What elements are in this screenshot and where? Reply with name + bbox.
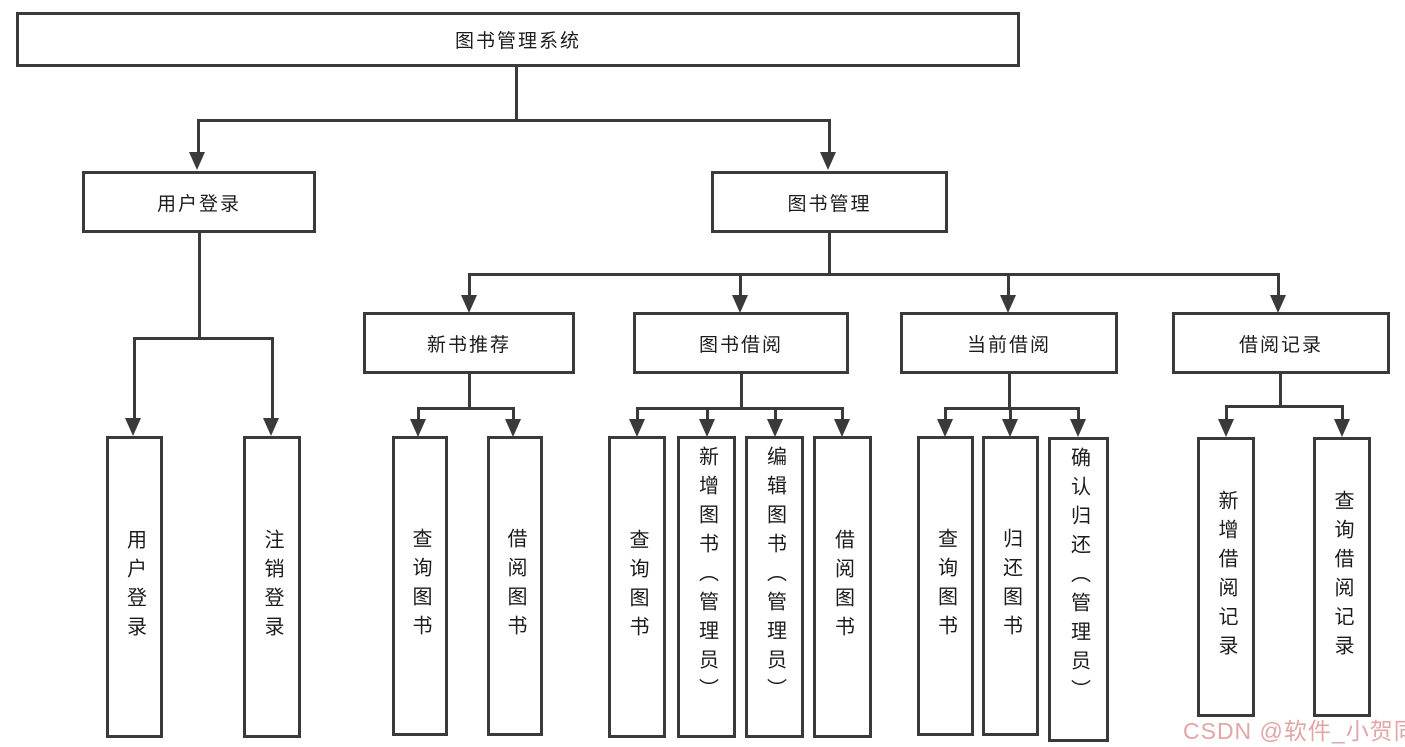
connector-vline [1279, 374, 1282, 406]
arrowhead-down-icon [937, 419, 953, 437]
node-book-borrowing: 图书借阅 [633, 312, 849, 374]
node-label: 借阅记录 [1238, 334, 1323, 356]
connector-vline [198, 233, 201, 337]
leaf-user-login: 用户登录 [106, 436, 163, 738]
node-borrowing-records: 借阅记录 [1172, 312, 1390, 374]
node-label: 编辑图书（管理员） [763, 446, 786, 707]
connector-vline [512, 407, 515, 421]
connector-vline [417, 407, 420, 421]
node-label: 查询图书 [409, 528, 431, 644]
connector-vline [197, 119, 200, 156]
connector-hline [944, 407, 1080, 410]
node-label: 归还图书 [999, 528, 1022, 644]
connector-vline [636, 407, 639, 421]
node-label: 查询图书 [934, 528, 957, 644]
arrowhead-down-icon [1218, 419, 1234, 437]
arrowhead-down-icon [1002, 419, 1018, 437]
node-label: 用户登录 [156, 193, 241, 215]
arrowhead-down-icon [263, 418, 279, 436]
arrowhead-down-icon [461, 295, 477, 313]
node-new-book-recommend: 新书推荐 [363, 312, 575, 374]
node-label: 确认归还（管理员） [1067, 447, 1090, 708]
arrowhead-down-icon [767, 419, 783, 437]
node-label: 图书管理系统 [454, 31, 581, 52]
leaf-logout: 注销登录 [243, 436, 301, 738]
arrowhead-down-icon [699, 419, 715, 437]
connector-vline [271, 337, 274, 418]
leaf-query-books: 查询图书 [608, 436, 666, 738]
arrowhead-down-icon [1070, 419, 1086, 437]
node-label: 查询借阅记录 [1331, 490, 1353, 664]
leaf-query-books: 查询图书 [917, 436, 974, 736]
leaf-query-books: 查询图书 [392, 436, 448, 736]
leaf-return-books: 归还图书 [982, 436, 1039, 736]
watermark: CSDN @软件_小贺同学 [1183, 718, 1405, 744]
connector-vline [1341, 405, 1344, 421]
connector-vline [1007, 273, 1010, 297]
connector-vline [1277, 273, 1280, 297]
arrowhead-down-icon [820, 152, 836, 170]
node-label: 新增图书（管理员） [695, 446, 718, 707]
connector-hline [133, 337, 274, 340]
leaf-add-borrow-record: 新增借阅记录 [1197, 437, 1255, 717]
leaf-edit-book-admin: 编辑图书（管理员） [745, 436, 804, 738]
node-label: 借阅图书 [831, 529, 854, 645]
arrowhead-down-icon [410, 419, 426, 437]
connector-vline [1009, 407, 1012, 421]
arrowhead-down-icon [1000, 295, 1016, 313]
arrowhead-down-icon [1270, 295, 1286, 313]
connector-vline [841, 407, 844, 421]
connector-hline [468, 273, 1280, 276]
connector-vline [774, 407, 777, 421]
arrowhead-down-icon [125, 418, 141, 436]
arrowhead-down-icon [834, 419, 850, 437]
connector-vline [515, 67, 518, 119]
arrowhead-down-icon [189, 152, 205, 170]
connector-vline [1225, 405, 1228, 421]
leaf-borrow-books: 借阅图书 [487, 436, 543, 736]
leaf-add-book-admin: 新增图书（管理员） [677, 436, 736, 738]
connector-hline [636, 407, 843, 410]
leaf-confirm-return-admin: 确认归还（管理员） [1048, 437, 1109, 742]
arrowhead-down-icon [1334, 419, 1350, 437]
node-user-login: 用户登录 [82, 171, 316, 233]
node-label: 图书管理 [787, 193, 872, 215]
node-label: 用户登录 [123, 529, 146, 645]
arrowhead-down-icon [732, 295, 748, 313]
arrowhead-down-icon [505, 419, 521, 437]
connector-vline [1008, 374, 1011, 408]
node-library-management-system: 图书管理系统 [16, 12, 1020, 67]
node-book-management: 图书管理 [711, 171, 948, 233]
connector-vline [1077, 407, 1080, 421]
node-label: 新增借阅记录 [1215, 490, 1237, 664]
connector-vline [740, 374, 743, 408]
leaf-borrow-books: 借阅图书 [813, 436, 872, 738]
node-label: 查询图书 [626, 529, 648, 645]
connector-vline [706, 407, 709, 421]
connector-hline [1225, 405, 1343, 408]
node-current-borrowing: 当前借阅 [900, 312, 1118, 374]
node-label: 注销登录 [261, 529, 283, 645]
connector-vline [828, 233, 831, 274]
connector-vline [828, 119, 831, 156]
connector-vline [468, 273, 471, 297]
leaf-query-borrow-record: 查询借阅记录 [1313, 437, 1371, 717]
node-label: 新书推荐 [426, 334, 511, 356]
connector-hline [417, 407, 515, 410]
node-label: 当前借阅 [966, 334, 1051, 356]
connector-hline [197, 119, 831, 122]
connector-vline [468, 374, 471, 408]
connector-vline [133, 337, 136, 418]
connector-vline [944, 407, 947, 421]
arrowhead-down-icon [629, 419, 645, 437]
node-label: 借阅图书 [504, 528, 526, 644]
connector-vline [739, 273, 742, 297]
node-label: 图书借阅 [698, 334, 783, 356]
